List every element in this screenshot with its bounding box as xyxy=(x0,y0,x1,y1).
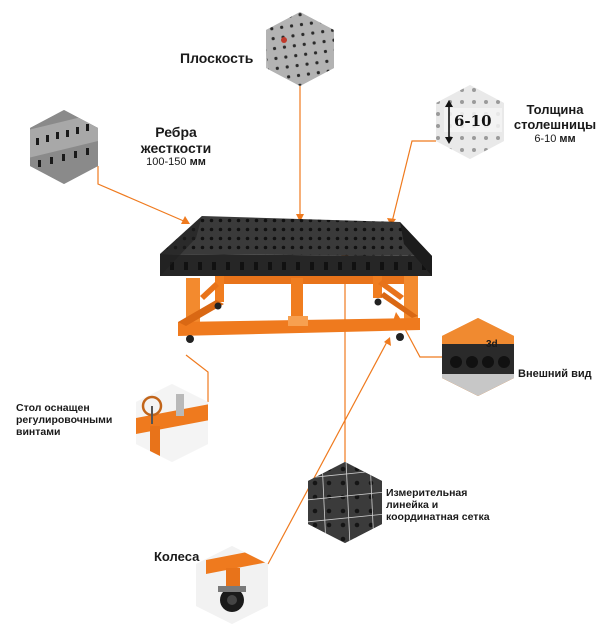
connector-ribs xyxy=(97,166,187,223)
label-screws-line2: регулировочными xyxy=(16,414,113,427)
label-screws: Стол оснащен регулировочными винтами xyxy=(16,402,112,438)
connector-thickness xyxy=(391,140,436,223)
label-ribs-line1: Ребра xyxy=(155,124,197,140)
hex-wheels-photo xyxy=(196,546,268,624)
hex-thickness-photo xyxy=(436,85,504,159)
label-thickness-line1: Толщина xyxy=(526,102,584,117)
connector-screws xyxy=(185,354,209,402)
connector-wheels xyxy=(267,339,389,565)
label-ruler-line2: линейка и xyxy=(386,499,439,512)
hex-surface-photo xyxy=(266,12,334,86)
label-thickness-range: 6-10 мм xyxy=(534,132,576,145)
label-ruler-line1: Измерительная xyxy=(386,487,468,499)
brand-mark: 3d xyxy=(486,339,498,350)
welding-table xyxy=(160,216,432,343)
hex-appearance-photo xyxy=(442,318,514,396)
label-ribs-line2: жесткости xyxy=(140,140,212,157)
label-screws-line3: винтами xyxy=(16,426,61,439)
label-screws-line1: Стол оснащен xyxy=(16,402,90,414)
connector-lines xyxy=(97,86,442,565)
label-thickness-line2: столешницы xyxy=(513,116,597,132)
label-ruler-line3: координатная сетка xyxy=(386,511,490,524)
hex-ruler-photo xyxy=(308,462,382,543)
thickness-badge-text: 6-10 xyxy=(454,112,492,130)
label-appearance: Внешний вид xyxy=(518,368,592,380)
label-surface: Плоскость xyxy=(180,50,254,66)
hex-ribs-photo xyxy=(30,110,98,184)
label-ruler: Измерительная линейка и координатная сет… xyxy=(386,487,490,523)
label-ribs-range: 100-150 мм xyxy=(146,156,206,169)
label-thickness: Толщина столешницы 6-10 мм xyxy=(512,102,598,146)
hex-screws-photo xyxy=(136,384,208,462)
label-wheels: Колеса xyxy=(154,549,200,564)
label-ribs: Ребра жесткости 100-150 мм xyxy=(126,124,226,169)
